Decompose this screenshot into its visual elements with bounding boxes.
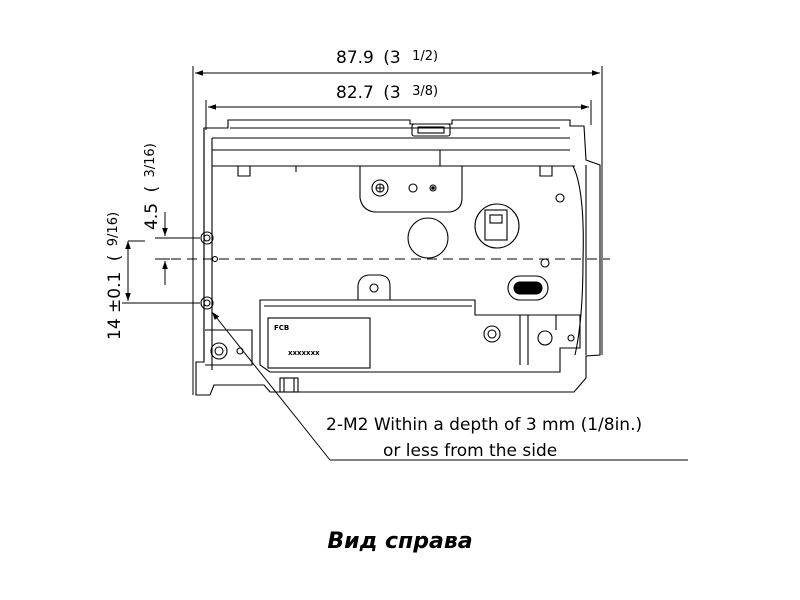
inner-width-imperial: (3 (383, 83, 400, 103)
fcb-label: FCB (274, 324, 289, 332)
outer-width-imperial: (3 (383, 48, 400, 68)
outer-width-fraction: 1/2) (412, 49, 438, 64)
inner-width-dimension: 82.7 (3 3/8) (205, 83, 592, 130)
hole-spacing-label: 14 ±0.1 ( 9/16) (105, 212, 125, 340)
vertical-dimensions: 4.5 ( 3/16) 14 ±0.1 ( 9/16) (105, 143, 200, 340)
mounting-note-line1: 2-M2 Within a depth of 3 mm (1/8in.) (326, 415, 642, 435)
mounting-note-line2: or less from the side (383, 441, 557, 461)
svg-text:87.9 (3 1/2): 87.9 (3 1/2) (336, 48, 438, 68)
view-caption: Вид справа (327, 529, 472, 554)
fcb-code: xxxxxxx (288, 349, 320, 357)
svg-text:82.7 (3 3/8): 82.7 (3 3/8) (336, 83, 438, 103)
device-body (195, 119, 601, 396)
top-offset-label: 4.5 ( 3/16) (142, 143, 162, 230)
fcb-label-plate: FCB xxxxxxx (267, 317, 371, 369)
inner-width-fraction: 3/8) (412, 84, 438, 99)
inner-width-value: 82.7 (336, 83, 374, 103)
note-leader (211, 311, 688, 461)
outer-width-value: 87.9 (336, 48, 374, 68)
outer-width-dimension: 87.9 (3 1/2) (192, 48, 603, 395)
